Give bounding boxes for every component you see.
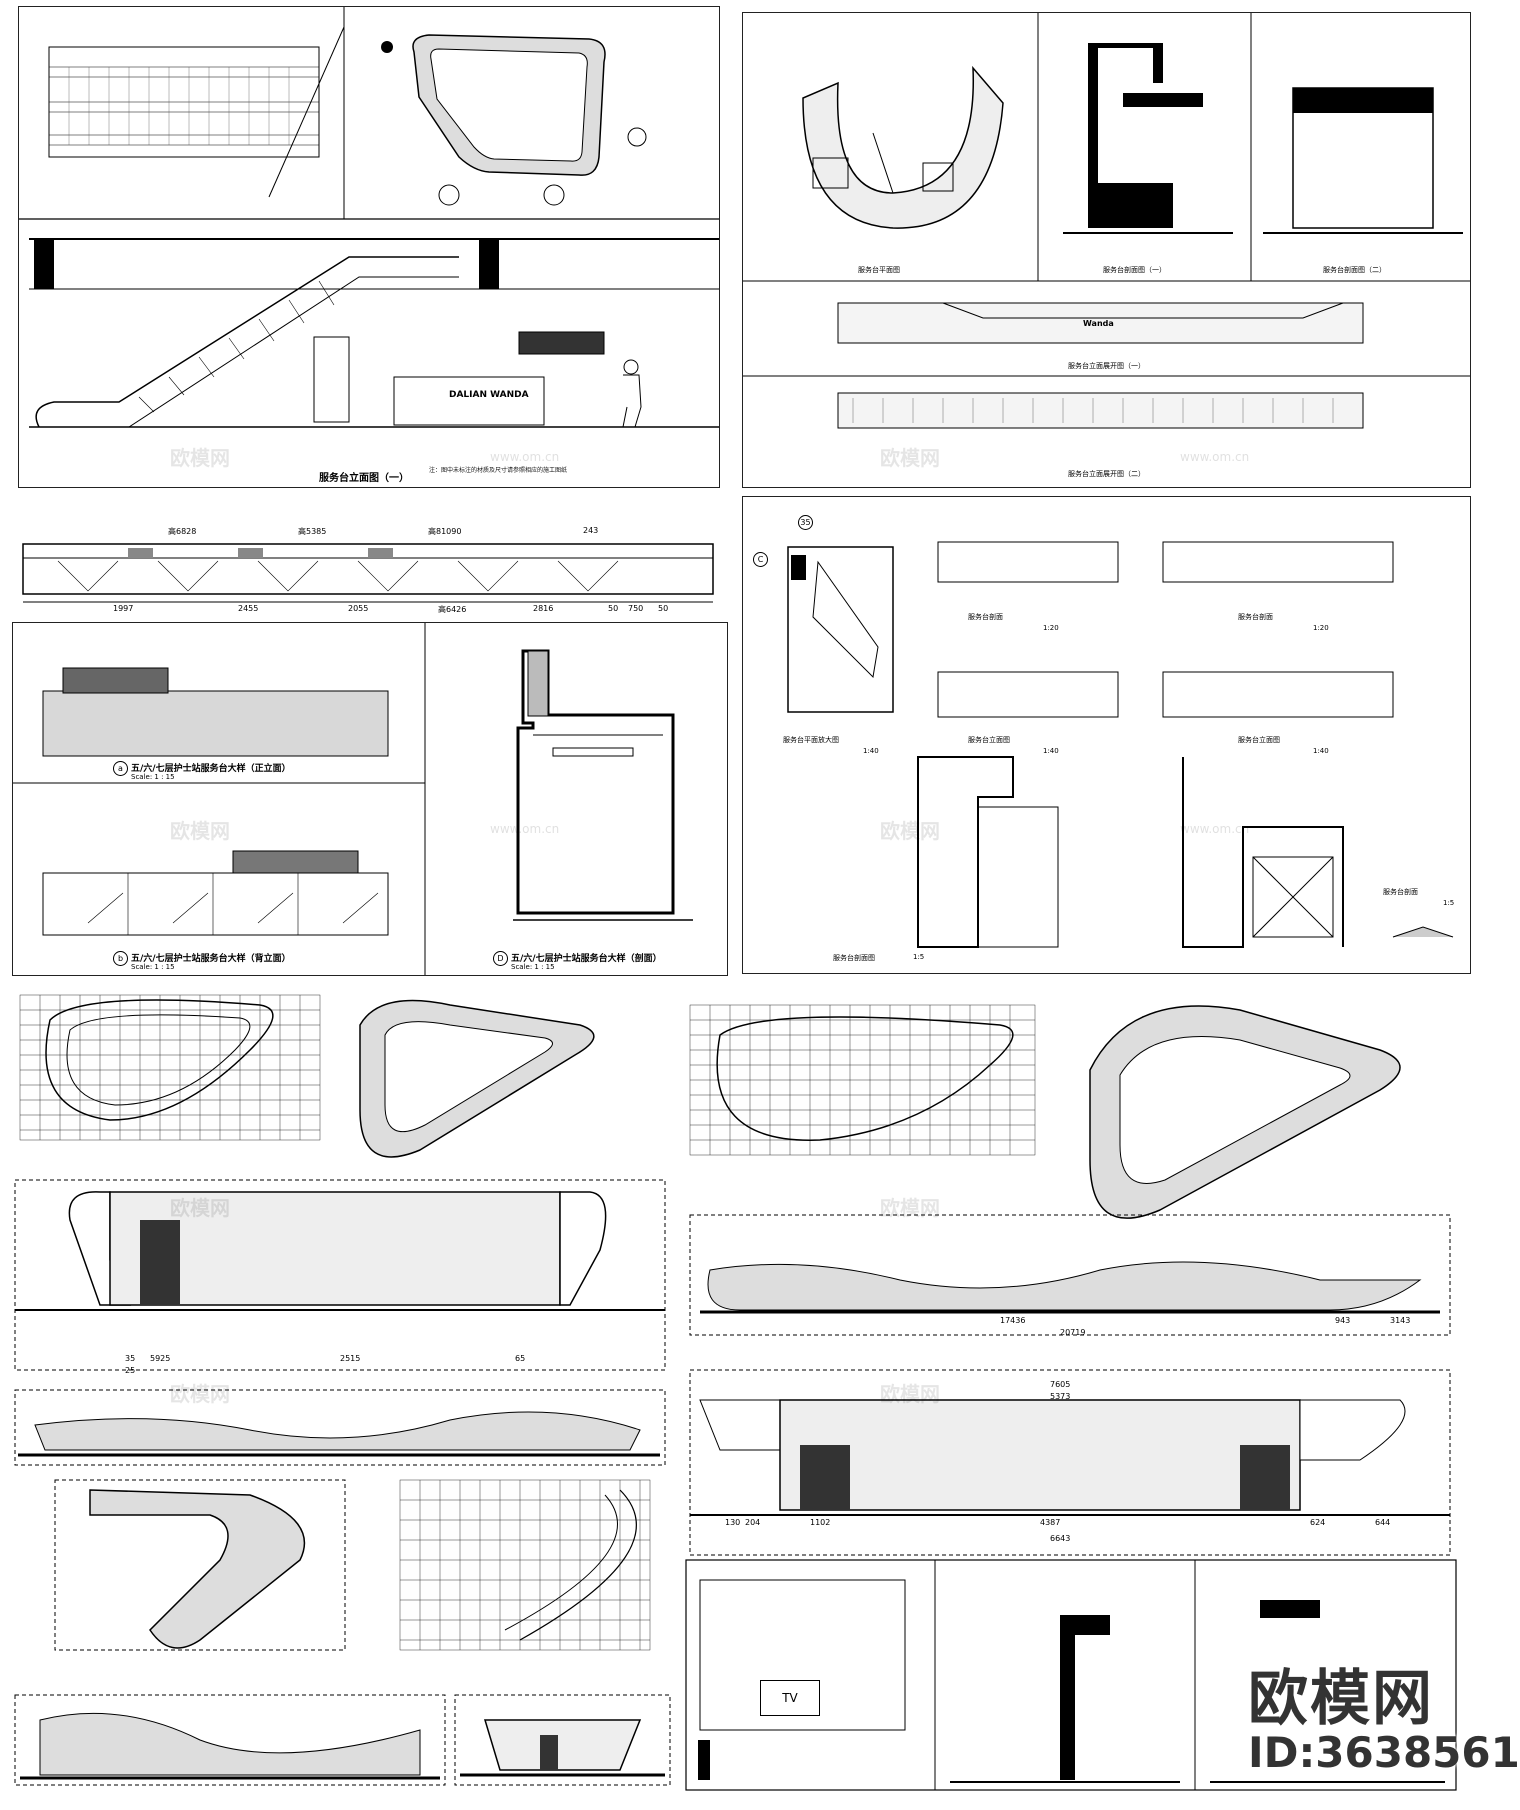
label: 高81090	[428, 527, 462, 536]
sheet-service-desk-detail: 35 C 服务台平面放大图 1:40 服务台剖面 1:20 服务台剖面 1:20…	[742, 496, 1471, 974]
dim: 20719	[1060, 1328, 1086, 1337]
sheet-service-desk-plan: Wanda 服务台平面图 服务台剖面图（一） 服务台剖面图（二） 服务台立面展开…	[742, 12, 1471, 488]
scale-section: Scale: 1 : 15	[511, 963, 555, 971]
lower-drawings	[14, 994, 1457, 1791]
dim: 35	[125, 1354, 136, 1363]
dim: 624	[1310, 1518, 1326, 1527]
dim: 750	[628, 604, 644, 613]
section-mark-d: D	[493, 951, 508, 966]
brand-logo-text: 欧模网	[1248, 1664, 1434, 1734]
dim: 5925	[150, 1354, 171, 1363]
caption-d: 服务台立面图	[968, 736, 1010, 744]
caption-5: 服务台立面展开图（二）	[1068, 470, 1145, 478]
label: 243	[583, 526, 599, 535]
scale-b: 1:20	[1043, 624, 1059, 632]
scale-d: 1:40	[1043, 747, 1059, 755]
caption-a: 服务台平面放大图	[783, 736, 839, 744]
caption-1: 服务台平面图	[858, 266, 900, 274]
caption-4: 服务台立面展开图（一）	[1068, 362, 1145, 370]
caption: 服务台立面图（一）	[319, 473, 409, 484]
dim: 1997	[113, 604, 134, 613]
label: 高6828	[168, 527, 197, 536]
section-mark-b: b	[113, 951, 128, 966]
caption-front: 五/六/七层护士站服务台大样（正立面）	[131, 764, 291, 774]
dim: 130	[725, 1518, 741, 1527]
dim: 3143	[1390, 1316, 1411, 1325]
dim: 2055	[348, 604, 369, 613]
dim: 644	[1375, 1518, 1391, 1527]
scale-e: 1:40	[1313, 747, 1329, 755]
watermark: 欧模网	[170, 819, 230, 843]
scale-a: 1:40	[863, 747, 879, 755]
dim: 6643	[1050, 1534, 1071, 1543]
dim: 50	[658, 604, 669, 613]
sheet-escalator-elevation: DALIAN WANDA 服务台立面图（一） 注：图中未标注的材质及尺寸请参照相…	[18, 6, 720, 488]
dim: 高6426	[438, 605, 467, 614]
nurse-station-drawing	[13, 623, 693, 975]
label: 高5385	[298, 527, 327, 536]
mark-35: 35	[798, 515, 813, 530]
caption-2: 服务台剖面图（一）	[1103, 266, 1166, 274]
brand-sign: DALIAN WANDA	[449, 390, 529, 400]
scale-g: 1:5	[1443, 899, 1455, 907]
watermark: 欧模网	[170, 1382, 230, 1406]
watermark: 欧模网	[170, 1196, 230, 1220]
scale-back: Scale: 1 : 15	[131, 963, 175, 971]
watermark-url: www.om.cn	[490, 822, 560, 836]
caption-c: 服务台剖面	[1238, 613, 1273, 621]
dim: 204	[745, 1518, 761, 1527]
dim: 17436	[1000, 1316, 1026, 1325]
scale-f: 1:5	[913, 953, 925, 961]
brand-id: ID:3638561	[1248, 1728, 1520, 1777]
watermark-url: www.om.cn	[1180, 822, 1250, 836]
mark-c: C	[753, 552, 768, 567]
caption-3: 服务台剖面图（二）	[1323, 266, 1386, 274]
caption-e: 服务台立面图	[1238, 736, 1280, 744]
caption-back: 五/六/七层护士站服务台大样（背立面）	[131, 954, 291, 964]
watermark: 欧模网	[170, 446, 230, 470]
watermark: 欧模网	[880, 819, 940, 843]
dim: 2816	[533, 604, 554, 613]
dim: 65	[515, 1354, 526, 1363]
dim: 50	[608, 604, 619, 613]
watermark: 欧模网	[880, 1196, 940, 1220]
caption-g: 服务台剖面	[1383, 888, 1418, 896]
watermark-url: www.om.cn	[490, 450, 560, 464]
long-elevation-drawing	[22, 543, 714, 603]
section-mark-a: a	[113, 761, 128, 776]
desk-plan-drawing	[743, 13, 1470, 429]
brand-sign: Wanda	[1083, 319, 1114, 328]
dim: 7605	[1050, 1380, 1071, 1389]
sheet-nurse-station: a 五/六/七层护士站服务台大样（正立面） Scale: 1 : 15 b 五/…	[12, 622, 728, 976]
dim: 4387	[1040, 1518, 1061, 1527]
scale-front: Scale: 1 : 15	[131, 773, 175, 781]
note: 注：图中未标注的材质及尺寸请参照相应的施工图纸	[429, 467, 568, 474]
tv-screen: TV	[760, 1680, 820, 1716]
desk-detail-drawing	[787, 541, 1454, 948]
scale-c: 1:20	[1313, 624, 1329, 632]
sheet-long-elevation: 1997 2455 2055 高6426 2816 50 750 50 高682…	[18, 496, 718, 618]
dim: 2515	[340, 1354, 361, 1363]
caption-section: 五/六/七层护士站服务台大样（剖面）	[511, 954, 662, 964]
caption-b: 服务台剖面	[968, 613, 1003, 621]
dim: 943	[1335, 1316, 1351, 1325]
dim: 1102	[810, 1518, 831, 1527]
watermark-url: www.om.cn	[1180, 450, 1250, 464]
caption-f: 服务台剖面图	[833, 954, 875, 962]
watermark: 欧模网	[880, 1382, 940, 1406]
dim: 2455	[238, 604, 259, 613]
dim: 25	[125, 1366, 136, 1375]
watermark: 欧模网	[880, 446, 940, 470]
escalator-drawing	[19, 7, 719, 428]
dim: 5373	[1050, 1392, 1071, 1401]
